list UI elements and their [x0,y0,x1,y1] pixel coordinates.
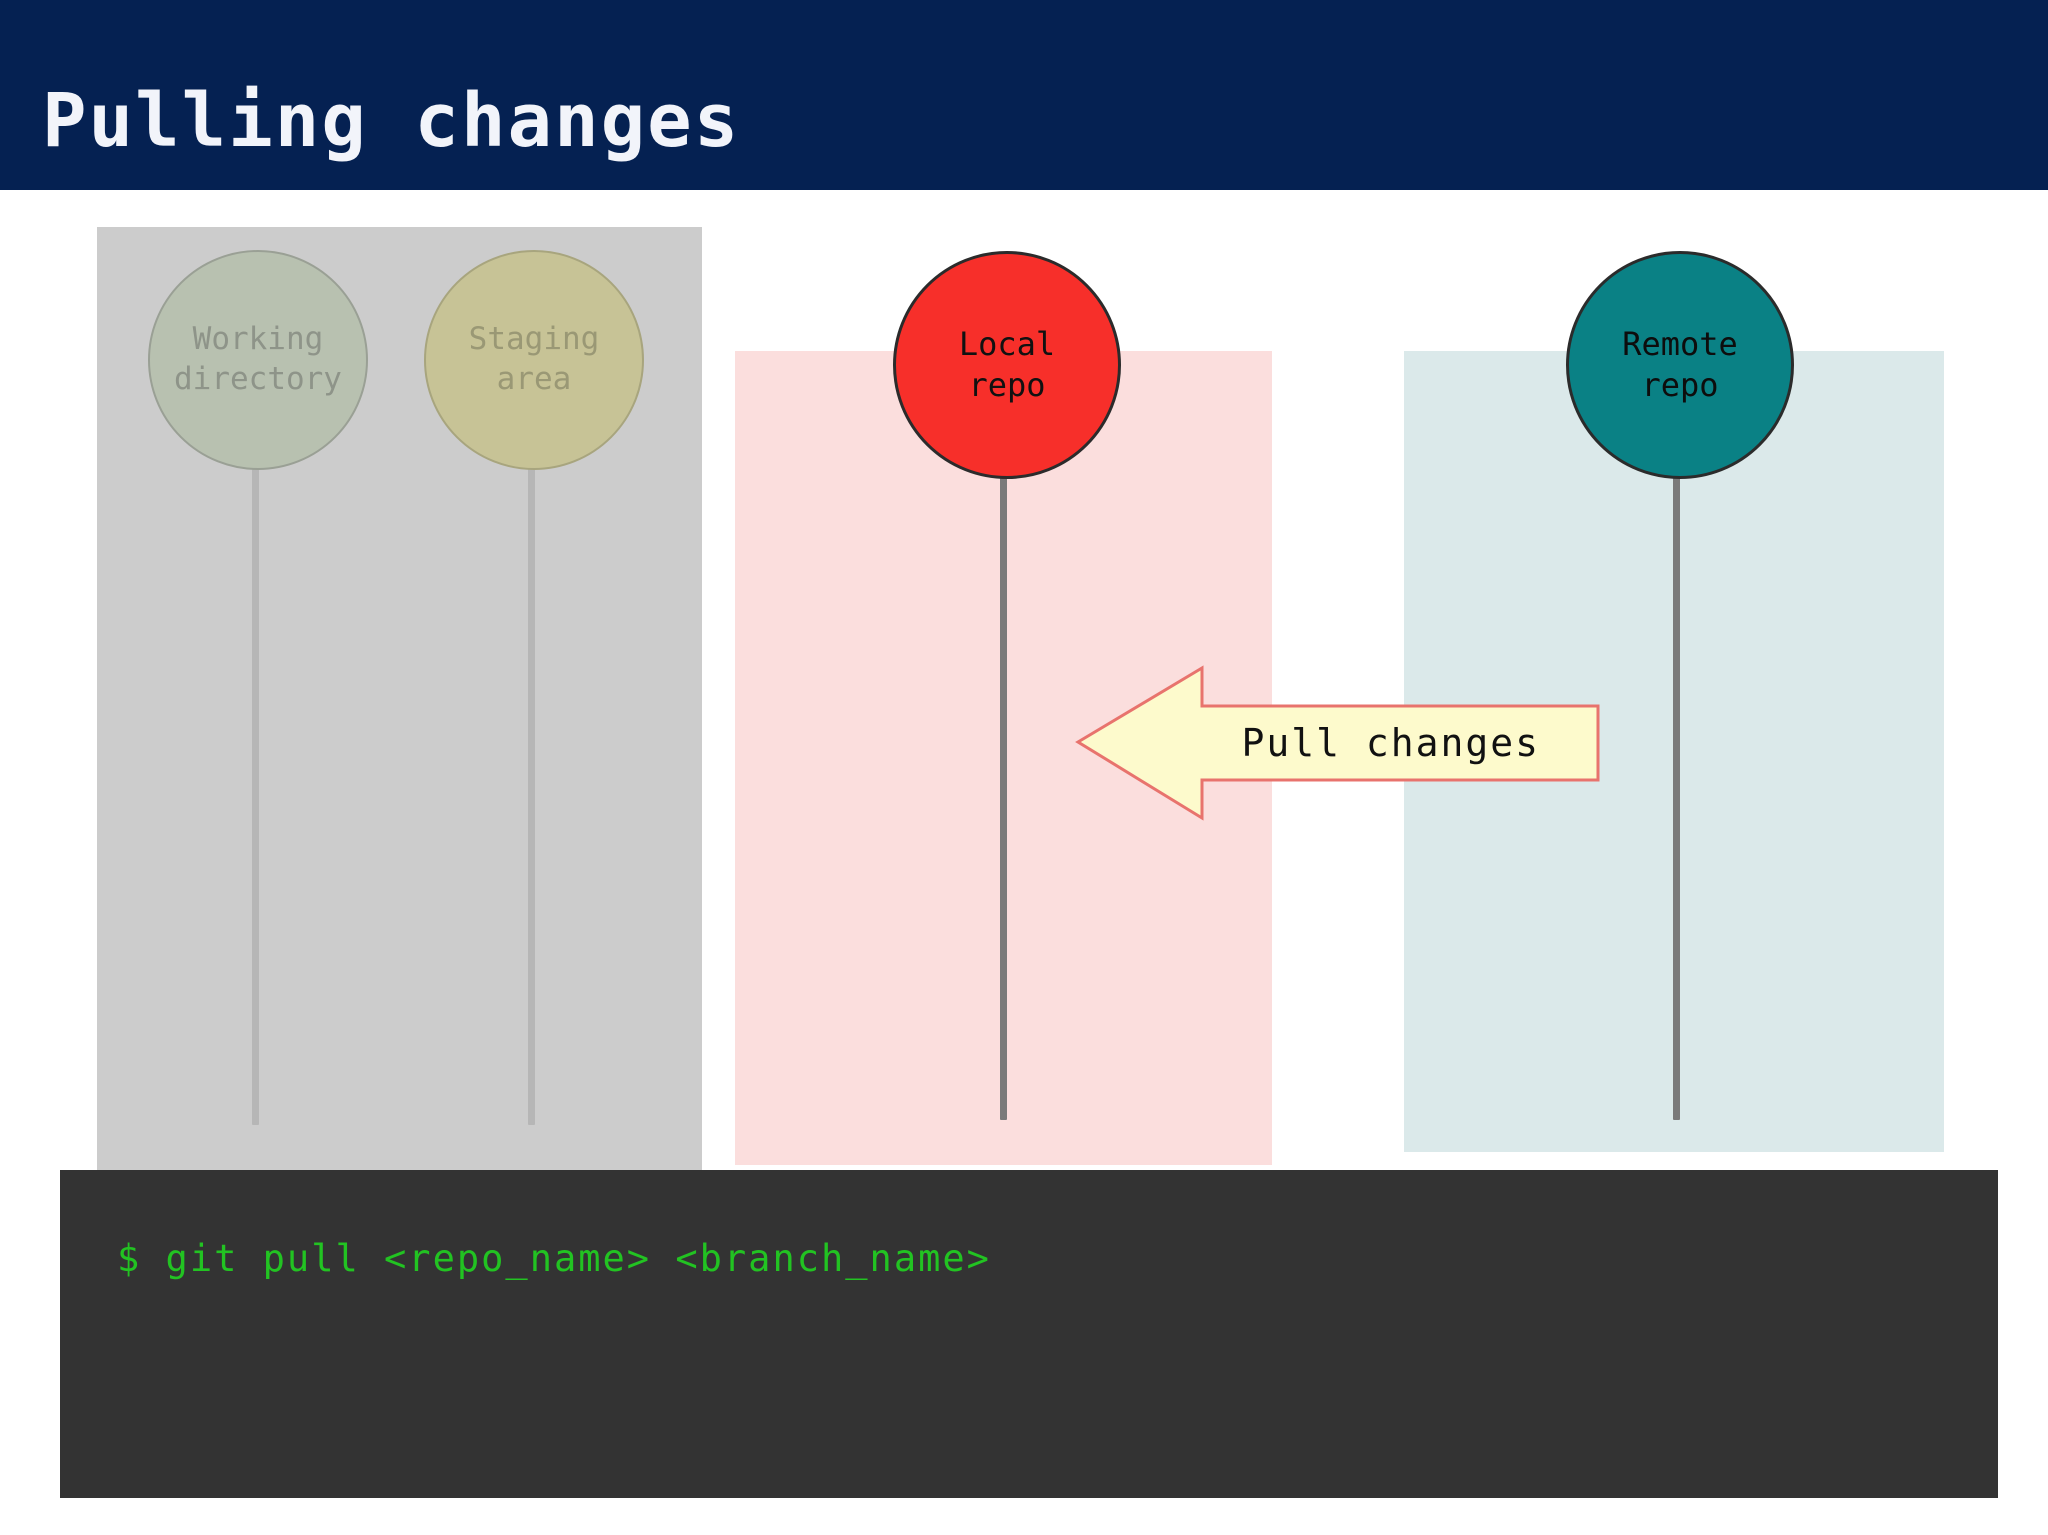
node-remote-repo[interactable]: Remote repo [1566,251,1794,479]
pull-changes-arrow-label: Pull changes [1241,720,1540,765]
working-directory-stem [252,468,259,1125]
page-title: Pulling changes [42,78,741,164]
staging-area-stem [528,468,535,1125]
local-repo-stem [1000,470,1007,1120]
node-staging-area[interactable]: Staging area [424,250,644,470]
terminal-panel[interactable]: $ git pull <repo_name> <branch_name> [60,1170,1998,1498]
remote-repo-stem [1673,470,1680,1120]
slide-title-bar: Pulling changes [0,0,2048,190]
pull-changes-arrow[interactable] [1074,660,1602,825]
node-working-directory[interactable]: Working directory [148,250,368,470]
arrow-shape [1075,665,1600,821]
terminal-command-line: $ git pull <repo_name> <branch_name> [117,1237,991,1280]
node-local-repo[interactable]: Local repo [893,251,1121,479]
